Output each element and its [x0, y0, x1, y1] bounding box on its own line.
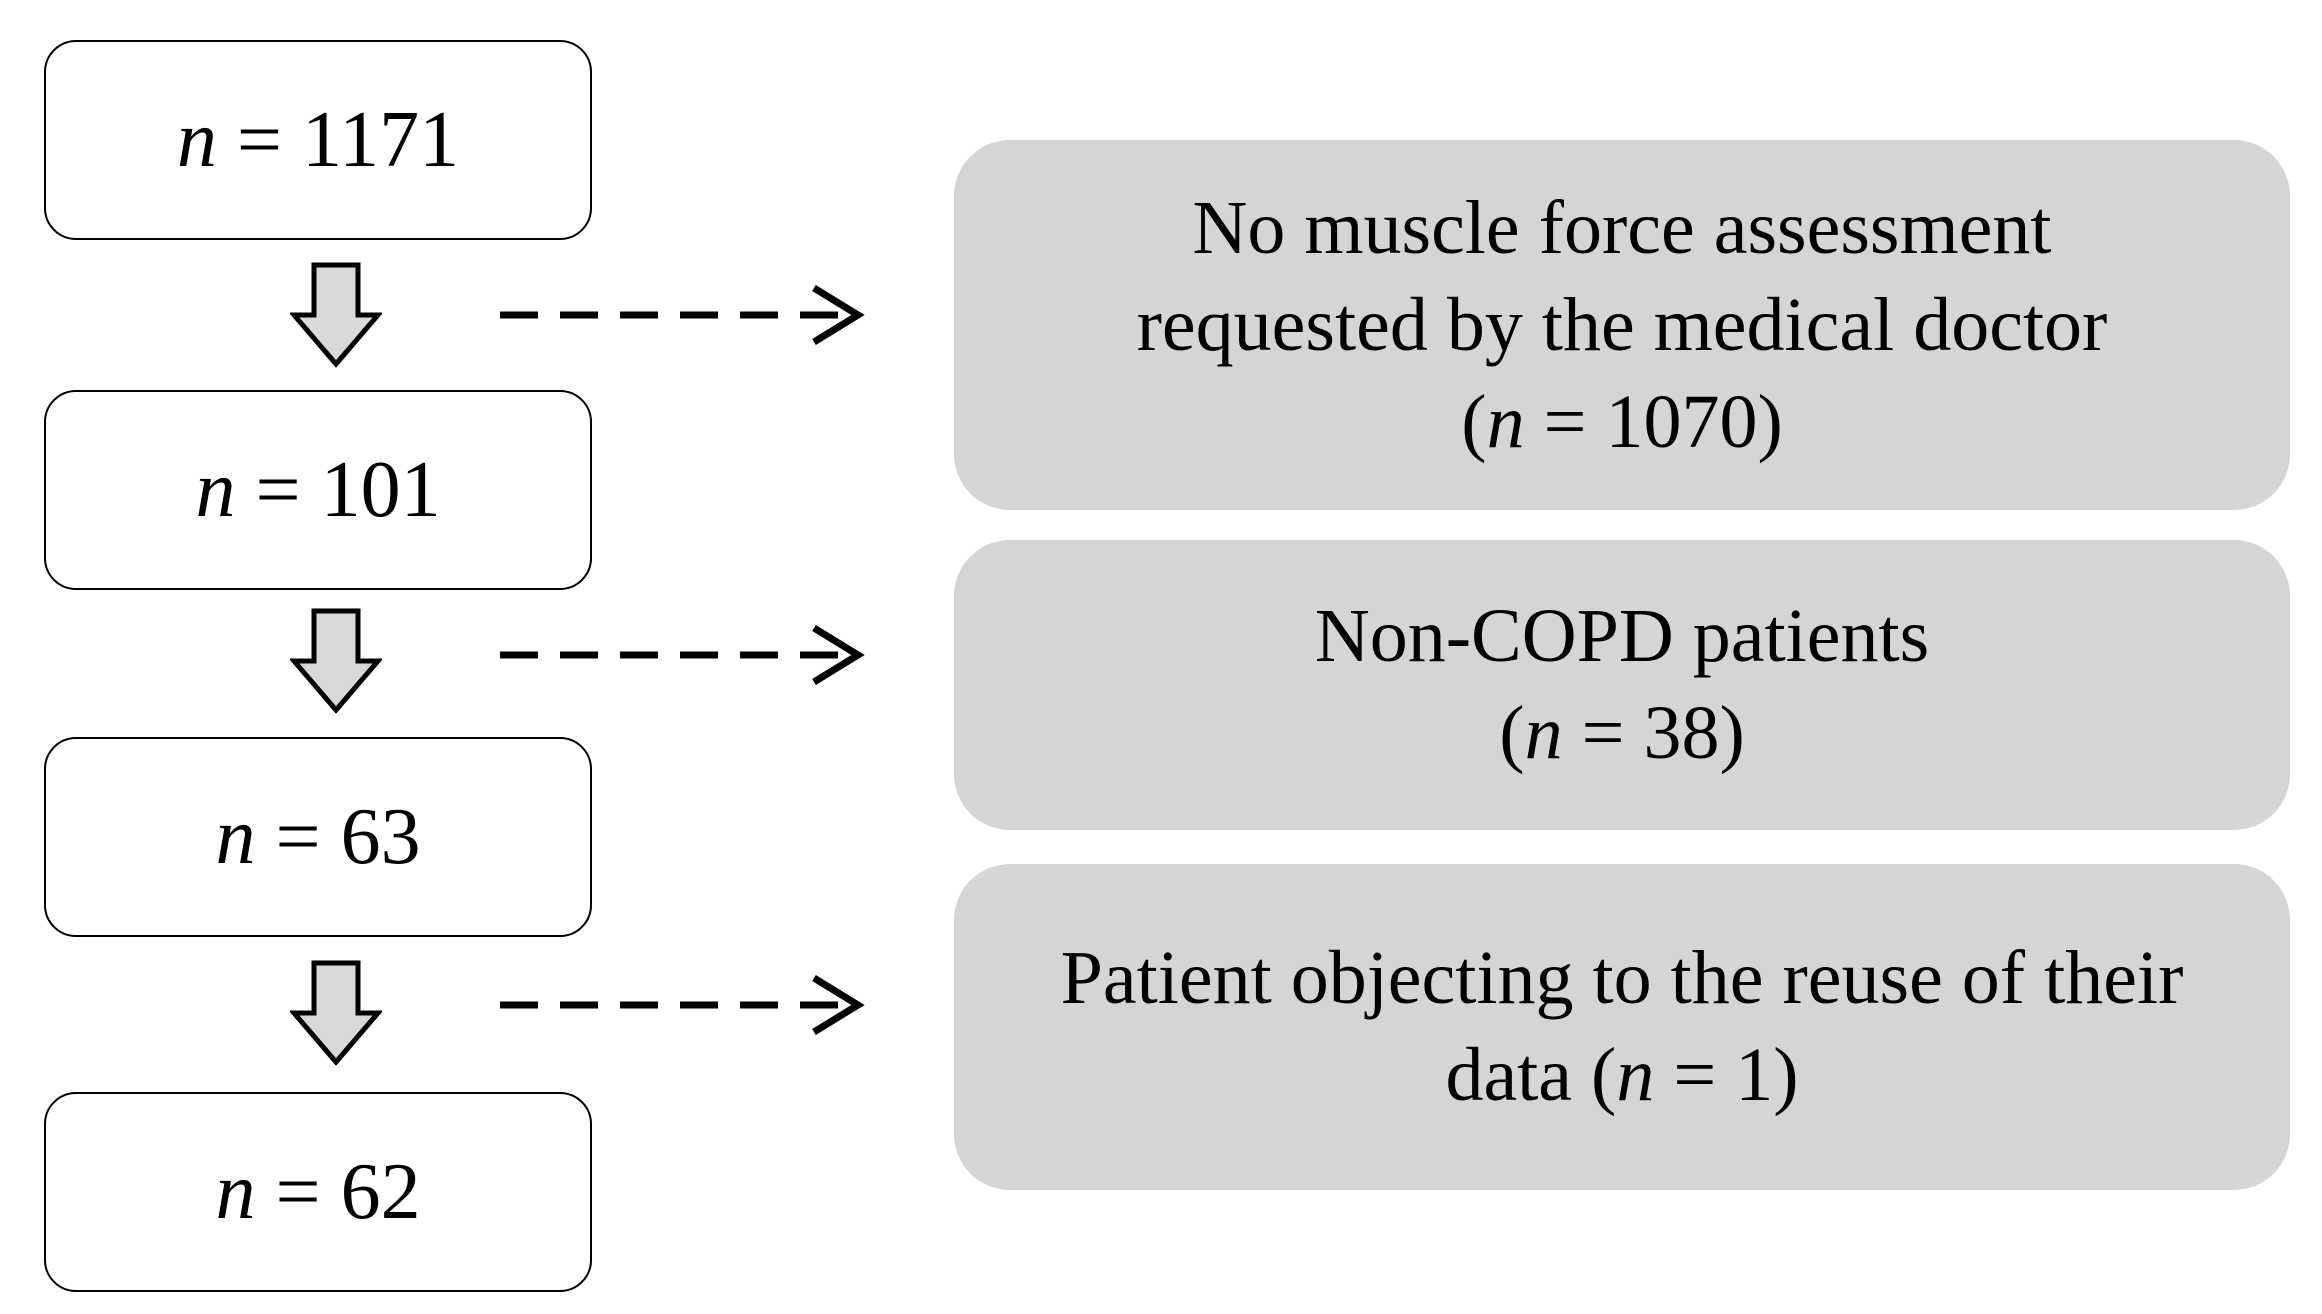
- n-symbol: n: [1524, 691, 1563, 775]
- n-symbol: n: [215, 1147, 256, 1236]
- count-value: 63: [340, 792, 421, 881]
- count-box-4: n = 62: [44, 1092, 592, 1292]
- equals-sign: =: [255, 792, 341, 881]
- down-block-arrow-icon: [290, 608, 382, 714]
- count-value: 1070: [1605, 379, 1758, 464]
- equals-sign: =: [235, 445, 321, 534]
- n-symbol: n: [1486, 379, 1525, 464]
- equals-sign: =: [255, 1147, 341, 1236]
- count-box-1: n = 1171: [44, 40, 592, 240]
- dashed-right-arrow-icon: [500, 975, 865, 1035]
- exclusion-count: data (n = 1): [1445, 1033, 1799, 1117]
- exclusion-line: Non-COPD patients: [1314, 594, 1930, 678]
- exclusion-line: requested by the medical doctor: [1136, 282, 2108, 367]
- exclusion-line: Patient objecting to the reuse of their: [1060, 936, 2184, 1020]
- n-symbol: n: [195, 445, 236, 534]
- exclusion-box-non-copd: Non-COPD patients (n = 38): [954, 540, 2290, 830]
- down-block-arrow-icon: [290, 960, 382, 1066]
- dashed-right-arrow-icon: [500, 625, 865, 685]
- count-value: 101: [320, 445, 441, 534]
- exclusion-text: Non-COPD patients (n = 38): [1315, 588, 1929, 782]
- dashed-right-arrow-icon: [500, 285, 865, 345]
- count-value: 1171: [302, 95, 460, 184]
- count-box-2: n = 101: [44, 390, 592, 590]
- exclusion-count: (n = 1070): [1461, 379, 1783, 464]
- exclusion-box-objection: Patient objecting to the reuse of their …: [954, 864, 2290, 1190]
- equals-sign: =: [216, 95, 303, 184]
- exclusion-box-no-assessment: No muscle force assessment requested by …: [954, 140, 2290, 510]
- count-value: 62: [340, 1147, 421, 1236]
- n-symbol: n: [176, 95, 217, 184]
- down-block-arrow-icon: [290, 262, 382, 368]
- count-value: 38: [1643, 691, 1720, 775]
- exclusion-text: No muscle force assessment requested by …: [1137, 180, 2108, 471]
- exclusion-text: Patient objecting to the reuse of their …: [1061, 930, 2184, 1124]
- exclusion-count: (n = 38): [1499, 691, 1745, 775]
- n-symbol: n: [1616, 1033, 1655, 1117]
- count-value: 1: [1735, 1033, 1774, 1117]
- count-box-3: n = 63: [44, 737, 592, 937]
- n-symbol: n: [215, 792, 256, 881]
- exclusion-line: No muscle force assessment: [1192, 185, 2052, 270]
